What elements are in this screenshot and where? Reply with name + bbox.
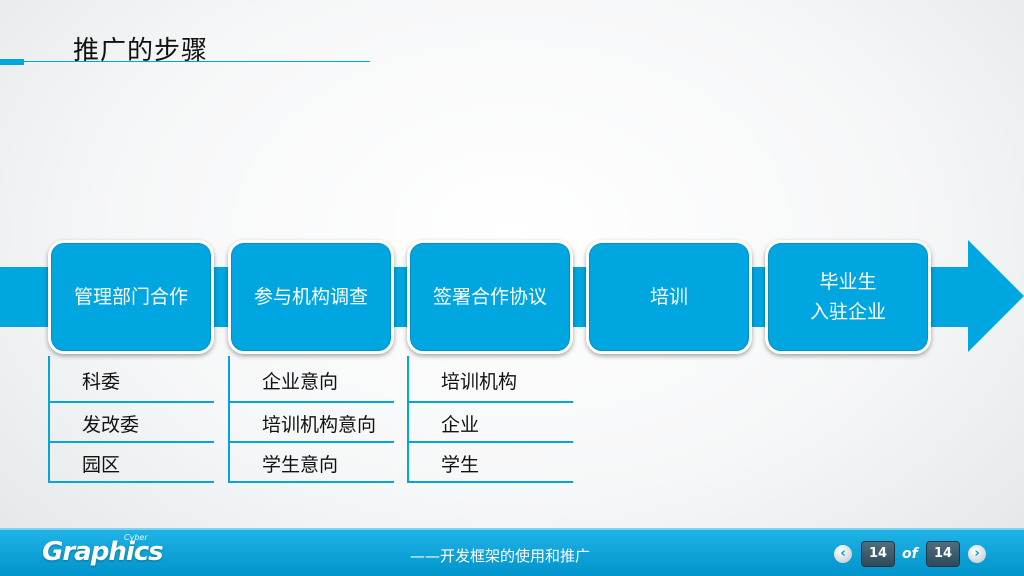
step-box-2: 参与机构调查 (228, 240, 394, 354)
footer-bar (0, 528, 1024, 576)
step-1-list: 科委 发改委 园区 (48, 356, 214, 483)
chevron-left-icon: ‹ (840, 546, 846, 561)
step-label: 培训 (649, 286, 688, 308)
step-box-5: 毕业生 入驻企业 (765, 240, 931, 354)
list-item: 科委 (48, 356, 214, 403)
chevron-right-icon: › (974, 546, 980, 561)
process-arrow-head (968, 240, 1024, 352)
step-box-1: 管理部门合作 (48, 240, 214, 354)
graphics-logo: Graphics (42, 537, 164, 567)
step-box-4: 培训 (586, 240, 752, 354)
step-label: 参与机构调查 (253, 286, 368, 308)
prev-page-button[interactable]: ‹ (834, 545, 852, 563)
next-page-button[interactable]: › (968, 545, 986, 563)
list-item: 学生 (407, 443, 573, 483)
list-item: 学生意向 (228, 443, 394, 483)
footer-subtitle: ——开发框架的使用和推广 (410, 547, 591, 565)
list-item: 企业 (407, 403, 573, 443)
total-pages-indicator: 14 (927, 542, 959, 566)
page-title: 推广的步骤 (73, 36, 209, 66)
of-label: of (902, 546, 918, 562)
step-3-list: 培训机构 企业 学生 (407, 356, 573, 483)
list-item: 培训机构 (407, 356, 573, 403)
logo-subscript: Cyber (124, 533, 148, 542)
step-label: 毕业生 入驻企业 (809, 271, 886, 323)
step-label: 管理部门合作 (73, 286, 188, 308)
step-box-3: 签署合作协议 (407, 240, 573, 354)
list-item: 园区 (48, 443, 214, 483)
current-page-indicator: 14 (862, 542, 894, 566)
list-item: 企业意向 (228, 356, 394, 403)
title-accent-bar (0, 59, 24, 65)
list-item: 培训机构意向 (228, 403, 394, 443)
title-underline (24, 61, 370, 62)
step-label: 签署合作协议 (432, 286, 547, 308)
step-2-list: 企业意向 培训机构意向 学生意向 (228, 356, 394, 483)
list-item: 发改委 (48, 403, 214, 443)
